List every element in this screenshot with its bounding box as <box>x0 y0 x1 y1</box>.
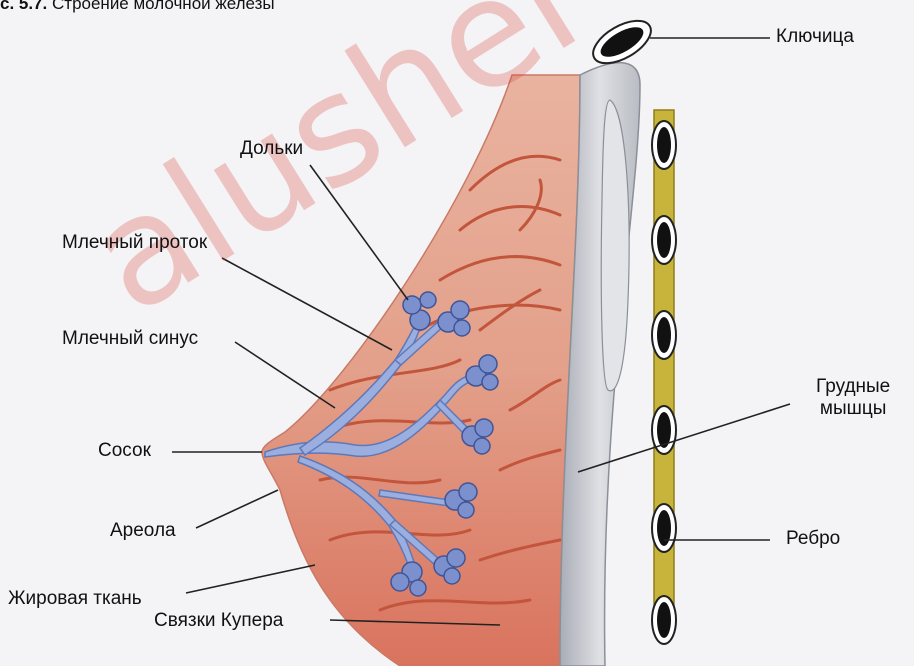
label-nipple: Сосок <box>98 440 151 462</box>
label-lobules: Дольки <box>240 138 303 160</box>
label-pectoral-muscles: Грудные мышцы <box>816 376 890 420</box>
label-pectoral-muscles-line2: мышцы <box>816 398 890 420</box>
label-milk-sinus: Млечный синус <box>62 328 198 350</box>
label-pectoral-muscles-line1: Грудные <box>816 376 890 398</box>
label-cooper-ligaments: Связки Купера <box>154 610 283 632</box>
label-rib: Ребро <box>786 528 840 550</box>
label-milk-duct: Млечный проток <box>62 232 207 254</box>
label-areola: Ареола <box>110 520 176 542</box>
label-fat-tissue: Жировая ткань <box>8 588 142 610</box>
label-clavicle: Ключица <box>776 26 854 48</box>
